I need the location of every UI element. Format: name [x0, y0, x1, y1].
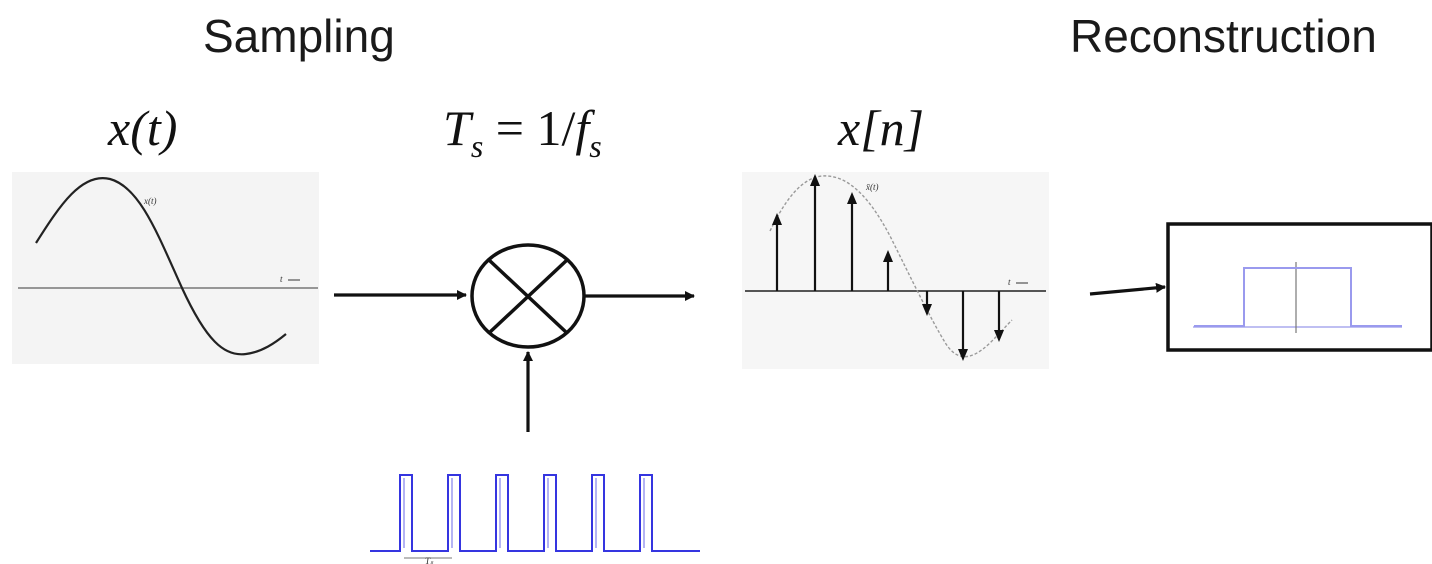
sampling-period-label: Ts = 1/fs: [443, 100, 602, 164]
input-curve-label: x(t): [143, 196, 157, 206]
sampled-signal-label: x[n]: [837, 100, 924, 156]
sample-arrowheads: [772, 174, 1004, 361]
sampling-heading: Sampling: [203, 10, 395, 62]
input-sine-curve: [35, 176, 287, 356]
sampled-signal-plot: x̄(t) t: [742, 172, 1049, 369]
sampled-axis-label: t: [1008, 277, 1011, 287]
multiplier-symbol: [470, 243, 586, 349]
input-signal-label: x(t): [107, 100, 177, 156]
reconstruction-filter-box: [1166, 222, 1432, 352]
sample-stems: [775, 180, 1001, 355]
filter-response-rect: [1194, 267, 1402, 327]
pulse-period-label: Tₛ: [425, 556, 434, 564]
pulse-train-waveform: [370, 474, 700, 552]
pulse-train-plot: Tₛ: [370, 474, 700, 564]
input-axis-label: t: [280, 274, 283, 284]
pulse-train-inner-lines: [403, 478, 645, 548]
input-signal-plot: x(t) t: [12, 172, 319, 364]
arrow-to-filter: [1089, 287, 1165, 296]
reconstruction-heading: Reconstruction: [1070, 10, 1377, 62]
sampled-curve-label: x̄(t): [865, 182, 879, 192]
